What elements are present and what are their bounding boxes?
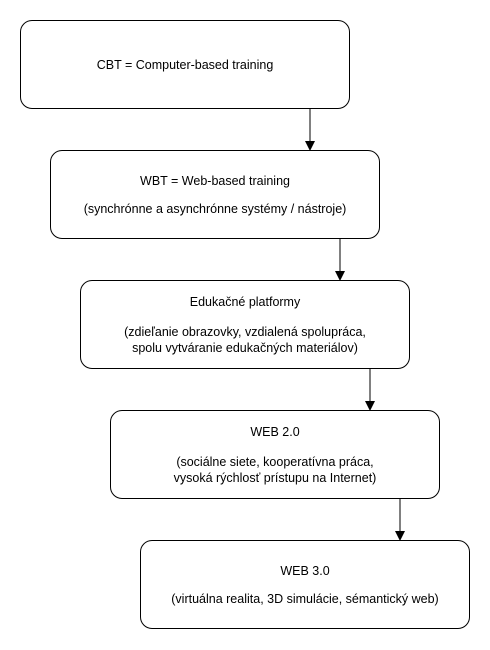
node-wbt-detail-line: (synchrónne a asynchrónne systémy / nást… (83, 201, 347, 216)
node-wbt-detail: (synchrónne a asynchrónne systémy / nást… (84, 201, 347, 217)
node-web2-detail-line: (sociálne siete, kooperatívna práca, (176, 454, 374, 469)
node-cbt: CBT = Computer-based training (20, 20, 350, 109)
node-edu-detail: (zdieľanie obrazovky, vzdialená spoluprá… (124, 324, 366, 356)
node-web3-detail-line: (virtuálna realita, 3D simulácie, sémant… (171, 591, 439, 606)
node-web2-detail-line: vysoká rýchlosť prístupu na Internet) (173, 470, 377, 485)
node-web-2: WEB 2.0 (sociálne siete, kooperatívna pr… (110, 410, 440, 499)
node-cbt-title: CBT = Computer-based training (96, 57, 274, 72)
node-edu-detail-line: (zdieľanie obrazovky, vzdialená spoluprá… (124, 324, 366, 339)
node-web3-detail: (virtuálna realita, 3D simulácie, sémant… (171, 591, 438, 607)
node-edukacne-platformy: Edukačné platformy (zdieľanie obrazovky,… (80, 280, 410, 369)
node-web2-title: WEB 2.0 (250, 424, 300, 439)
node-web-3: WEB 3.0 (virtuálna realita, 3D simulácie… (140, 540, 470, 629)
node-edu-title: Edukačné platformy (189, 294, 301, 309)
node-web3-title: WEB 3.0 (280, 563, 330, 578)
node-wbt-title: WBT = Web-based training (140, 173, 290, 188)
node-web2-detail: (sociálne siete, kooperatívna práca, vys… (174, 454, 377, 486)
node-wbt: WBT = Web-based training (synchrónne a a… (50, 150, 380, 239)
node-edu-detail-line: spolu vytváranie edukačných materiálov) (132, 340, 358, 355)
